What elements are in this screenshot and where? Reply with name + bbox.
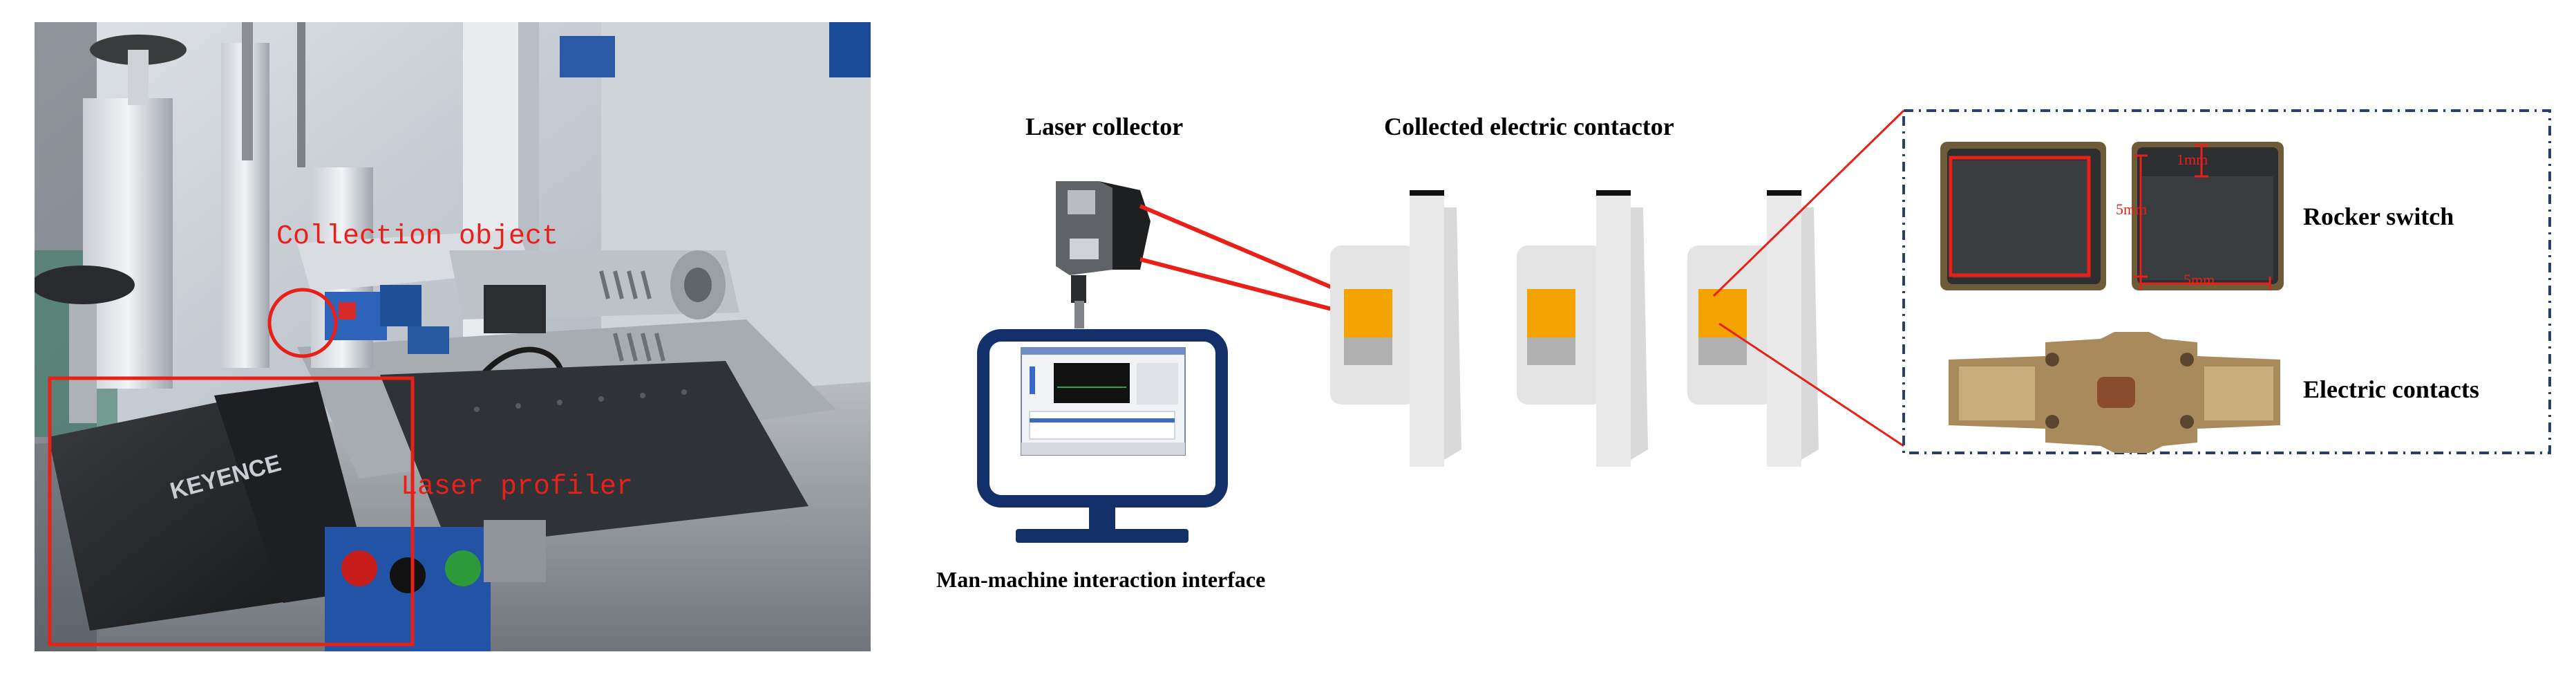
rocker-switch-photo-2 [2132,142,2284,290]
laser-collector-label: Laser collector [1025,113,1184,140]
sample-3 [1698,289,1747,337]
photo-annotations [48,288,415,647]
lab-photo: KEYENCE Collection object Laser profiler [35,22,871,651]
monitor-icon [977,329,1228,543]
collected-contactor-label: Collected electric contactor [1384,113,1674,140]
dimension-top: 1mm [2177,151,2208,168]
contactor-3 [1687,190,1819,467]
hmi-label: Man-machine interaction interface [936,567,1266,592]
rocker-switch-label: Rocker switch [2303,203,2454,230]
laser-collector-device [1056,181,1150,328]
electric-contacts-photo [1949,332,2280,453]
dimension-side: 5mm [2116,201,2148,218]
rocker-switch-photo-1 [1940,142,2106,290]
collection-object-label: Collection object [276,221,559,252]
sample-1 [1344,289,1392,337]
contactor-2 [1517,190,1648,467]
laser-profiler-box [48,376,415,647]
lab-photo-graphic: KEYENCE [35,22,871,651]
laser-profiler-label: Laser profiler [401,472,634,503]
detail-frame [1902,109,2551,454]
contactor-1 [1330,190,1461,467]
sample-2 [1527,289,1575,337]
zoom-line-top [1712,109,1905,297]
collection-object-circle [267,288,338,358]
electric-contacts-label: Electric contacts [2303,375,2479,403]
zoom-line-bottom [1718,322,1904,447]
dimension-bottom: 5mm [2184,271,2215,288]
